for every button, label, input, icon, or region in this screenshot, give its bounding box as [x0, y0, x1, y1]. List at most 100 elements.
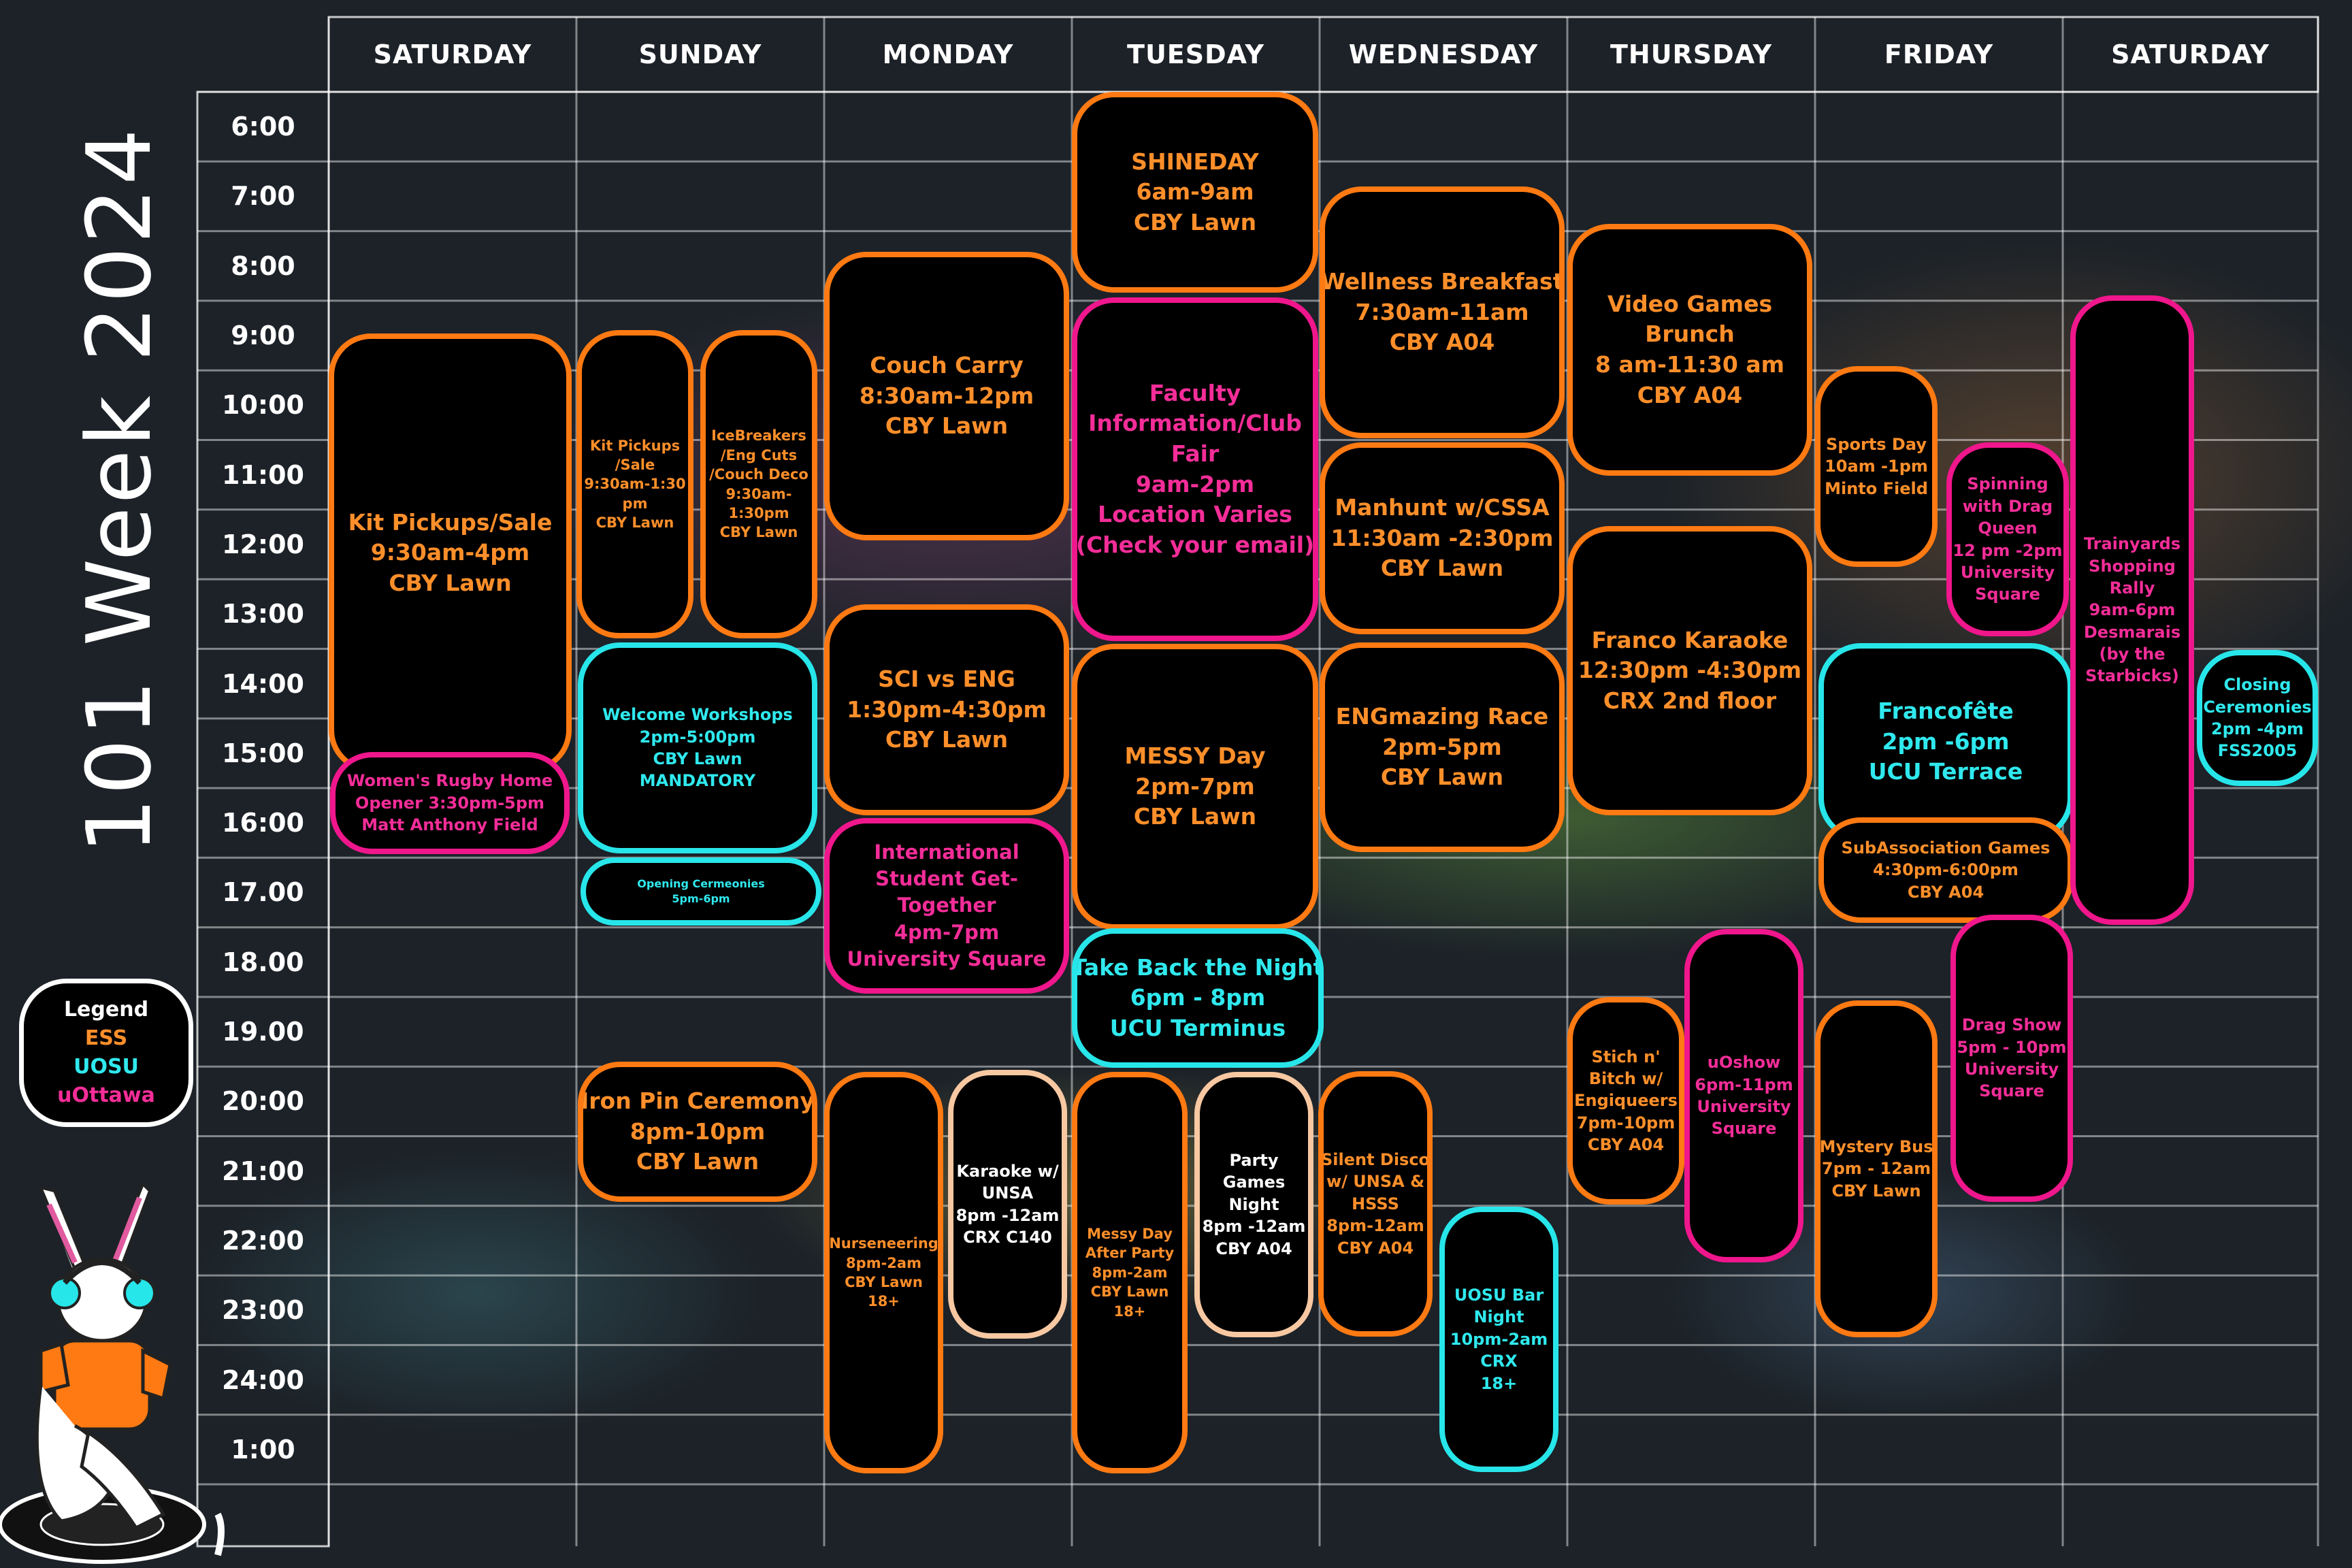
event-text-line: w/ UNSA &: [1326, 1172, 1425, 1192]
event-text-line: Welcome Workshops: [602, 705, 793, 725]
time-label: 14:00: [222, 668, 304, 699]
time-label: 21:00: [222, 1156, 304, 1186]
event-text-line: Franco Karaoke: [1591, 626, 1788, 653]
event-text-line: 18+: [868, 1293, 900, 1310]
event-text-line: Trainyards: [2083, 534, 2181, 554]
event-text-line: 12:30pm -4:30pm: [1578, 657, 1802, 684]
event-text-line: Shopping: [2089, 556, 2176, 576]
event-text-line: UNSA: [981, 1183, 1034, 1203]
legend-item-ess: ESS: [84, 1026, 128, 1050]
event-text-line: MESSY Day: [1124, 742, 1266, 770]
day-header-wednesday: WEDNESDAY: [1348, 39, 1539, 69]
event-text-line: CBY Lawn: [1380, 764, 1504, 791]
event-text-line: CBY A04: [1215, 1239, 1292, 1258]
event-text-line: Nurseneering: [829, 1235, 938, 1252]
time-label: 19.00: [222, 1017, 304, 1047]
event-text-line: CBY Lawn: [845, 1274, 923, 1290]
event-text-line: CBY Lawn: [636, 1148, 760, 1175]
event-text-line: CBY Lawn: [389, 569, 512, 596]
event-text-line: Manhunt w/CSSA: [1335, 494, 1550, 521]
event-text-line: Kit Pickups/Sale: [348, 508, 553, 536]
time-label: 18.00: [222, 947, 304, 977]
event-text-line: 2pm -4pm: [2210, 719, 2304, 738]
event-text-line: FSS2005: [2217, 741, 2298, 761]
event-text-line: 2pm -6pm: [1882, 728, 2010, 755]
day-header-saturday: SATURDAY: [2111, 39, 2270, 69]
event-text-line: CBY Lawn: [653, 749, 742, 768]
event-text-line: /Couch Deco: [709, 466, 808, 483]
event-text-line: CBY Lawn: [719, 524, 798, 541]
event-text-line: MANDATORY: [639, 771, 756, 791]
event-text-line: 7pm - 12am: [1821, 1159, 1931, 1179]
event-text-line: Karaoke w/: [956, 1161, 1059, 1181]
event-text-line: HSSS: [1352, 1194, 1399, 1213]
event-text-line: Mystery Bus: [1819, 1137, 1933, 1156]
event-text-line: Matt Anthony Field: [361, 815, 538, 835]
event-text-line: 8pm-10pm: [630, 1117, 766, 1145]
event-text-line: Ceremonies: [2203, 697, 2312, 717]
event-text-line: (Check your email): [1075, 531, 1315, 558]
event-text-line: Rally: [2109, 578, 2155, 598]
event-text-line: Couch Carry: [870, 352, 1024, 379]
time-label: 24:00: [222, 1365, 304, 1395]
event-text-line: Take Back the Night: [1072, 953, 1324, 981]
day-header-sunday: SUNDAY: [638, 39, 762, 69]
event-text-line: Minto Field: [1825, 478, 1928, 498]
event-text-line: 10pm-2am: [1450, 1329, 1548, 1349]
time-label: 12:00: [222, 529, 304, 559]
time-label: 11:00: [222, 459, 304, 490]
event-text-line: 2pm-7pm: [1135, 772, 1255, 800]
event-text-line: Engiqueers: [1574, 1091, 1678, 1111]
event-text-line: CRX C140: [963, 1227, 1052, 1247]
event-text-line: 18+: [1113, 1303, 1146, 1320]
event-text-line: Wellness Breakfast: [1320, 268, 1564, 295]
event-text-line: CBY A04: [1587, 1135, 1665, 1155]
event-text-line: Spinning: [1967, 474, 2048, 494]
event-text-line: uOshow: [1707, 1053, 1781, 1073]
event-text-line: Opener 3:30pm-5pm: [355, 793, 545, 813]
event-text-line: ENGmazing Race: [1335, 703, 1549, 730]
event-text-line: CBY A04: [1337, 1238, 1414, 1258]
event-text-line: Stich n': [1591, 1047, 1661, 1066]
event-text-line: 5pm-6pm: [672, 892, 730, 905]
event-text-line: CBY Lawn: [885, 726, 1009, 753]
event-text-line: 1:30pm-4:30pm: [847, 696, 1047, 723]
time-label: 13:00: [222, 599, 304, 630]
event-text-line: After Party: [1085, 1245, 1175, 1262]
event-text-line: 9am-2pm: [1135, 470, 1255, 497]
event-text-line: SHINEDAY: [1131, 148, 1259, 175]
event-text-line: 6am-9am: [1136, 178, 1254, 206]
event-text-line: /Sale: [615, 456, 655, 473]
time-label: 10:00: [222, 390, 304, 421]
event-text-line: UCU Terminus: [1109, 1014, 1286, 1041]
page-title: 101 Week 2024: [67, 126, 171, 854]
event-text-line: 8pm-2am: [1092, 1264, 1168, 1281]
event-text-line: Closing: [2223, 675, 2291, 695]
time-label: 6:00: [231, 112, 295, 142]
event-text-line: CBY A04: [1637, 381, 1743, 408]
event-text-line: 8pm-12am: [1326, 1216, 1424, 1236]
event-text-line: 8pm -12am: [1202, 1217, 1306, 1237]
time-label: 23:00: [222, 1295, 304, 1326]
event-text-line: Information/Club: [1088, 410, 1302, 437]
event-text-line: Together: [897, 894, 996, 917]
event-text-line: 9:30am-1:30: [584, 476, 686, 493]
event-text-line: pm: [622, 495, 648, 512]
event-text-line: Video Games: [1607, 290, 1773, 317]
event-text-line: Iron Pin Ceremony: [581, 1088, 815, 1115]
event-text-line: /Eng Cuts: [720, 446, 798, 463]
